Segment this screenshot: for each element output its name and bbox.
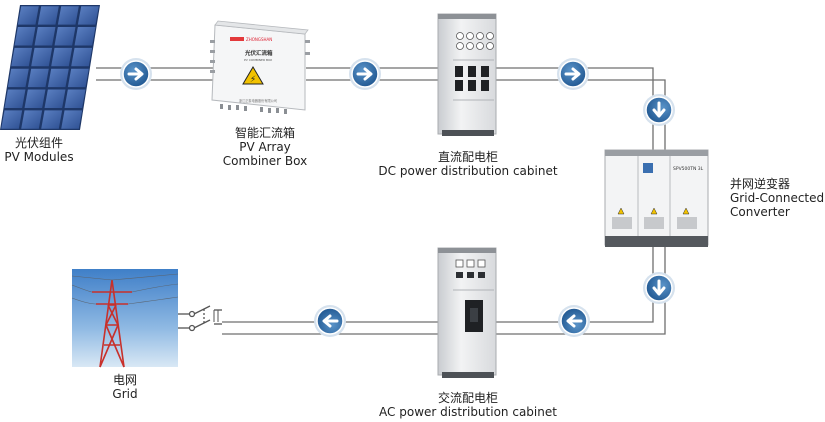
pv-modules-icon [0, 5, 100, 130]
pv-cell [1, 110, 23, 129]
pv-cell [34, 27, 56, 46]
ac-cabinet-icon [437, 247, 497, 378]
flow-arrows [120, 58, 675, 337]
pv-modules-label-zh: 光伏组件 [14, 136, 63, 150]
pv-cell [47, 68, 69, 88]
flow-arrow-down [643, 94, 675, 126]
grid-label-zh: 电网 [112, 373, 137, 387]
inverter-model: SPV500TN 3L [673, 166, 704, 172]
combiner-box-label: 智能汇流箱 PV Array Combiner Box [210, 126, 320, 168]
pv-cell [14, 27, 36, 46]
pv-cell [57, 6, 79, 25]
dc-cabinet-label-en: DC power distribution cabinet [378, 164, 558, 178]
pv-cell [77, 6, 99, 25]
svg-text:⚡: ⚡ [250, 75, 256, 85]
dc-cabinet-label: 直流配电柜 DC power distribution cabinet [378, 150, 558, 178]
dc-cabinet-label-zh: 直流配电柜 [437, 150, 498, 164]
pv-cell [67, 68, 89, 88]
pv-modules-label: 光伏组件 PV Modules [0, 136, 78, 164]
pv-cell [24, 89, 46, 108]
pv-cell [21, 110, 43, 129]
combiner-box-icon: ZHONGSHAN 光伏汇流箱 PV COMBINER BOX ⚡ 浙江正泰电器… [210, 20, 310, 114]
grid-switch [178, 305, 222, 332]
flow-arrow-left [558, 305, 590, 337]
inverter-label-en2: Converter [730, 205, 790, 219]
pv-cell [71, 47, 93, 67]
grid-label-en: Grid [112, 387, 138, 401]
pv-modules-label-en: PV Modules [4, 150, 74, 164]
pv-cell [7, 68, 29, 88]
flow-arrow-down [643, 272, 675, 304]
combiner-box-label-en2: Combiner Box [222, 154, 308, 168]
combiner-box-label-en1: PV Array [239, 140, 291, 154]
combiner-subtitle: PV COMBINER BOX [244, 58, 272, 62]
pv-cell [61, 110, 83, 129]
ac-cabinet-label-en: AC power distribution cabinet [379, 405, 557, 419]
pv-cell [54, 27, 76, 46]
grid-tower-icon [71, 269, 179, 368]
flow-arrow-right [120, 58, 152, 90]
combiner-brand: ZHONGSHAN [246, 37, 272, 42]
pv-cell [17, 6, 39, 25]
grid-label: 电网 Grid [95, 373, 155, 401]
inverter-label-zh: 并网逆变器 [730, 177, 791, 191]
pv-cell [44, 89, 66, 108]
dc-cabinet-icon [437, 13, 497, 136]
pv-cell [51, 47, 73, 67]
pv-cell [37, 6, 59, 25]
pv-cell [27, 68, 49, 88]
inverter-label-en1: Grid-Connected [730, 191, 825, 205]
connection-lines [96, 67, 666, 335]
combiner-title: 光伏汇流箱 [244, 49, 273, 57]
flow-arrow-right [557, 58, 589, 90]
flow-arrow-right [349, 58, 381, 90]
pv-cell [11, 47, 33, 67]
flow-arrow-left [314, 305, 346, 337]
inverter-label: 并网逆变器 Grid-Connected Converter [730, 177, 825, 219]
pv-cell [74, 27, 96, 46]
combiner-box-label-zh: 智能汇流箱 [234, 126, 295, 140]
inverter-icon: SPV500TN 3L [604, 149, 709, 247]
ac-cabinet-label: 交流配电柜 AC power distribution cabinet [378, 391, 558, 419]
pv-cell [31, 47, 53, 67]
pv-cell [41, 110, 63, 129]
ac-cabinet-label-zh: 交流配电柜 [437, 391, 498, 405]
combiner-footer: 浙江正泰电器股份有限公司 [239, 98, 277, 103]
pv-cell [4, 89, 26, 108]
pv-cell [64, 89, 86, 108]
